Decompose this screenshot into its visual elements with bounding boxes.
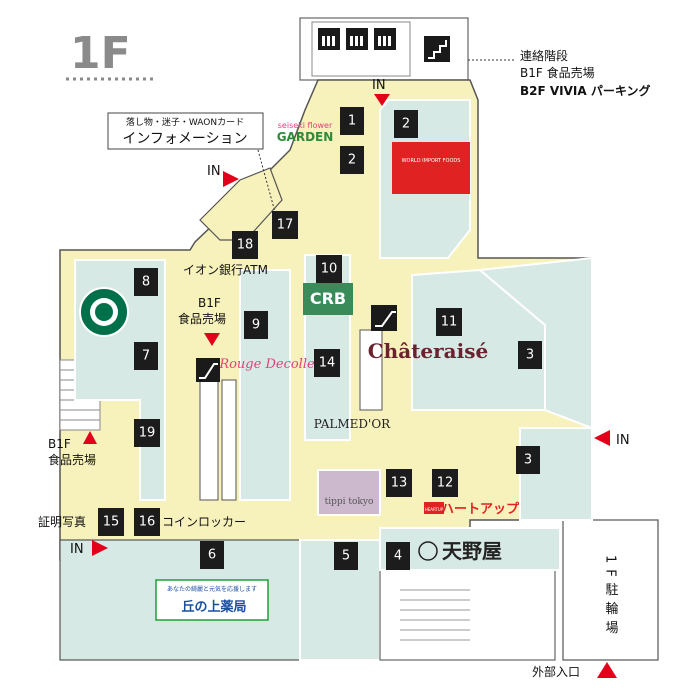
stairs-icon-glyph <box>428 40 447 59</box>
in-arrow-right <box>594 430 610 446</box>
svg-text:9: 9 <box>252 318 260 333</box>
rouge-decolle-logo: Rouge Decolle <box>218 357 315 372</box>
oka-pharmacy-sign <box>155 579 269 621</box>
store-badges: 1 2 2 3 3 4 5 6 7 8 9 10 11 12 13 14 15 … <box>98 107 542 570</box>
elevator-figure-icons <box>322 36 391 46</box>
svg-text:19: 19 <box>139 426 156 441</box>
starbucks-logo-core <box>95 303 113 321</box>
store-9 <box>239 269 291 501</box>
heartup-badge <box>424 502 444 514</box>
photo-booth-label: 証明写真 <box>38 515 86 529</box>
bicycle-parking <box>562 519 659 661</box>
svg-text:6: 6 <box>208 548 216 563</box>
escalator-icon <box>371 305 397 331</box>
svg-text:13: 13 <box>391 476 408 491</box>
svg-text:3: 3 <box>524 453 532 468</box>
garden-logo-main: GARDEN <box>277 130 334 144</box>
svg-text:18: 18 <box>237 238 254 253</box>
kaldi-logo <box>392 142 470 194</box>
oka-pharmacy-top: あなたの綺麗と元気を応援します <box>167 585 257 593</box>
svg-text:11: 11 <box>441 315 458 330</box>
svg-text:5: 5 <box>342 549 350 564</box>
svg-text:8: 8 <box>142 275 150 290</box>
in-arrow-top <box>374 94 390 106</box>
info-callout-box <box>107 112 264 150</box>
svg-text:2: 2 <box>348 153 356 168</box>
svg-text:16: 16 <box>139 515 156 530</box>
escalator-icon-glyph <box>375 311 396 327</box>
oka-pharmacy-main: 丘の上薬局 <box>181 599 246 615</box>
b1-left-label-2: 食品売場 <box>48 452 96 467</box>
aeon-atm-label: イオン銀行ATM <box>183 263 268 277</box>
stairs-label-3: B2F VIVIA パーキング <box>520 83 650 98</box>
in-label-right: IN <box>616 433 630 448</box>
b1-left-label-1: B1F <box>48 437 71 451</box>
lower-right-stairs <box>400 589 470 641</box>
escalator-left-2 <box>221 379 237 501</box>
palmedor-logo: PALMED'OR <box>314 417 391 431</box>
stairs-icon <box>424 36 450 62</box>
info-callout-main: インフォメーション <box>122 131 247 147</box>
b1-arrow-left <box>83 431 97 444</box>
store-13 <box>317 469 381 516</box>
entry-wing <box>199 167 283 241</box>
exit-label: 外部入口 <box>532 664 580 679</box>
garden-logo-top: seiseki flower <box>278 121 333 130</box>
svg-text:4: 4 <box>394 549 402 564</box>
stairs-label-2: B1F 食品売場 <box>520 65 595 80</box>
b1-arrow-center <box>204 333 220 346</box>
parking-label: 1F駐輪場 <box>603 555 619 640</box>
info-leader <box>257 149 276 213</box>
svg-text:14: 14 <box>319 356 336 371</box>
kaldi-logo-text: WORLD IMPORT FOODS <box>402 158 461 164</box>
in-label-top: IN <box>372 78 386 93</box>
in-arrow-left-top <box>223 171 239 187</box>
in-arrow-bottom-left <box>92 540 108 556</box>
exit-arrow <box>597 662 617 678</box>
svg-text:1: 1 <box>348 114 356 129</box>
amanoya-mark <box>418 541 438 561</box>
svg-text:10: 10 <box>321 262 338 277</box>
svg-text:12: 12 <box>437 476 454 491</box>
heartup-logo: ハートアップ <box>441 502 520 517</box>
info-callout-top: 落し物・迷子・WAONカード <box>126 116 244 128</box>
svg-text:2: 2 <box>402 117 410 132</box>
stairs-label-1: 連絡階段 <box>520 48 568 63</box>
floor-title: 1F <box>70 28 131 79</box>
svg-text:7: 7 <box>142 349 150 364</box>
store-3-upper <box>477 256 593 430</box>
amanoya-logo: 天野屋 <box>442 539 502 563</box>
b1-center-label-2: 食品売場 <box>178 311 226 326</box>
b1-center-label-1: B1F <box>198 296 221 310</box>
chateraise-logo: Châteraisé <box>368 339 488 363</box>
svg-text:15: 15 <box>103 515 120 530</box>
in-label-left-top: IN <box>207 164 221 179</box>
crb-logo <box>303 283 353 315</box>
heartup-badge-text: HEARTUP <box>425 507 444 512</box>
in-label-bottom-left: IN <box>70 542 84 557</box>
tippi-logo: tippi tokyo <box>325 497 374 507</box>
svg-text:3: 3 <box>526 348 534 363</box>
escalator-icon-2-glyph <box>199 363 218 379</box>
coin-locker-label: コインロッカー <box>162 515 246 529</box>
lower-right-block <box>379 569 556 661</box>
crb-logo-text: CRB <box>310 289 346 308</box>
escalator-left <box>199 379 219 501</box>
svg-text:17: 17 <box>277 218 294 233</box>
entrance-arrows <box>83 94 617 678</box>
